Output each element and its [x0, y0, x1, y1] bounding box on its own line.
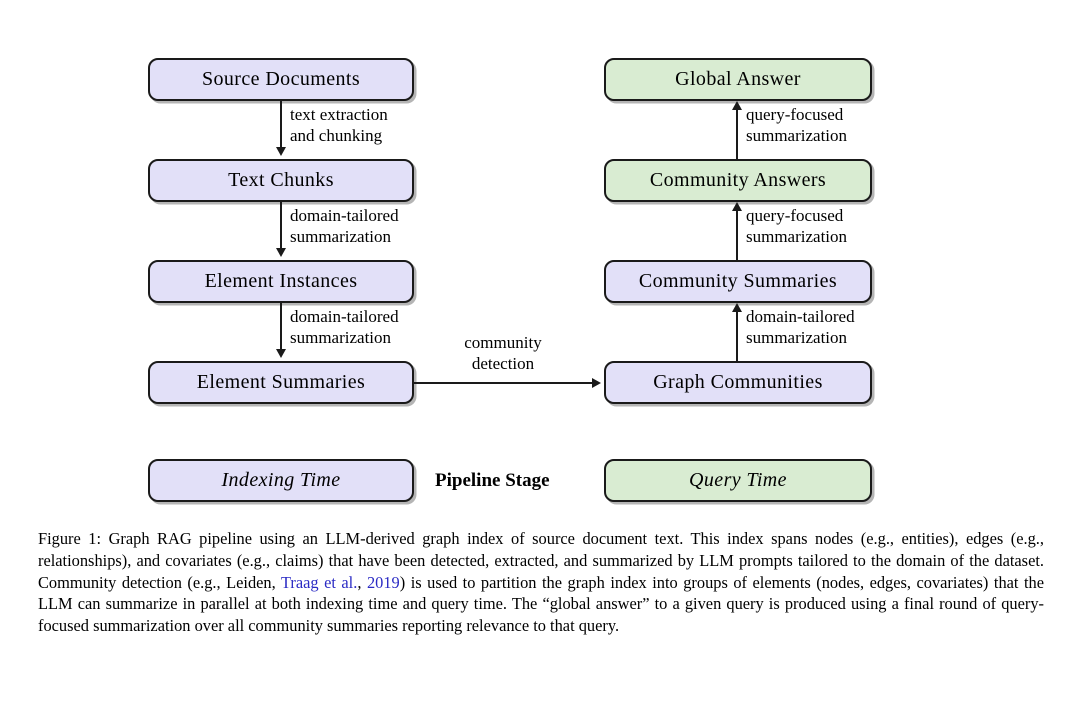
arrowhead-down-icon — [276, 349, 286, 358]
edge-label-line2: summarization — [746, 227, 848, 246]
edge-label-line1: query-focused — [746, 105, 844, 124]
legend-label: Query Time — [689, 469, 787, 491]
connector-line — [280, 101, 282, 149]
graph-rag-pipeline-figure: Source Documents text extraction and chu… — [148, 58, 872, 502]
arrowhead-up-icon — [732, 303, 742, 312]
edge-label-line2: summarization — [746, 126, 848, 145]
caption-part-3: ) is used to partition the graph index i… — [38, 572, 1044, 636]
edge-label-query-focused-1: query-focused summarization — [746, 104, 847, 146]
node-source-documents: Source Documents — [148, 58, 414, 101]
connector-line — [736, 312, 738, 361]
edge-label-domain-tailored-2: domain-tailored summarization — [290, 306, 399, 348]
node-label: Element Summaries — [196, 371, 366, 393]
node-text-chunks: Text Chunks — [148, 159, 414, 202]
node-label: Graph Communities — [653, 371, 823, 393]
connector-line — [280, 202, 282, 250]
edge-label-line1: domain-tailored — [290, 206, 399, 225]
citation-link-author[interactable]: Traag et al. — [280, 572, 358, 592]
edge-label-line2: summarization — [290, 227, 392, 246]
node-graph-communities: Graph Communities — [604, 361, 872, 404]
legend-query-time: Query Time — [604, 459, 872, 502]
edge-label-line2: and chunking — [290, 126, 383, 145]
node-community-answers: Community Answers — [604, 159, 872, 202]
node-element-instances: Element Instances — [148, 260, 414, 303]
arrowhead-up-icon — [732, 202, 742, 211]
edge-label-text-extraction: text extraction and chunking — [290, 104, 388, 146]
edge-label-line1: community — [464, 333, 542, 352]
connector-line-horizontal — [414, 382, 592, 384]
edge-label-line1: domain-tailored — [746, 307, 855, 326]
node-label: Community Summaries — [638, 270, 838, 292]
arrowhead-right-icon — [592, 378, 601, 388]
legend-label: Indexing Time — [221, 469, 341, 491]
edge-label-domain-tailored-1: domain-tailored summarization — [290, 205, 399, 247]
node-label: Source Documents — [201, 68, 361, 90]
arrowhead-down-icon — [276, 147, 286, 156]
edge-label-community-detection: community detection — [438, 332, 568, 374]
node-label: Text Chunks — [228, 169, 334, 191]
connector-line — [736, 211, 738, 260]
node-label: Element Instances — [204, 270, 358, 292]
edge-label-query-focused-2: query-focused summarization — [746, 205, 847, 247]
edge-label-line2: detection — [471, 354, 535, 373]
node-label: Community Answers — [649, 169, 827, 191]
edge-label-line2: summarization — [746, 328, 848, 347]
arrowhead-up-icon — [732, 101, 742, 110]
connector-line — [736, 110, 738, 159]
edge-label-line1: domain-tailored — [290, 307, 399, 326]
node-global-answer: Global Answer — [604, 58, 872, 101]
legend-pipeline-stage: Pipeline Stage — [435, 470, 550, 491]
node-label: Global Answer — [675, 68, 801, 90]
connector-line — [280, 303, 282, 351]
figure-caption: Figure 1: Graph RAG pipeline using an LL… — [38, 528, 1044, 637]
caption-part-1: Figure 1: Graph RAG pipeline using an LL… — [38, 529, 1044, 592]
arrowhead-down-icon — [276, 248, 286, 257]
legend-indexing-time: Indexing Time — [148, 459, 414, 502]
edge-label-line1: text extraction — [290, 105, 388, 124]
caption-part-2: , — [357, 572, 367, 592]
node-element-summaries: Element Summaries — [148, 361, 414, 404]
edge-label-line2: summarization — [290, 328, 392, 347]
citation-link-year[interactable]: 2019 — [366, 572, 400, 592]
edge-label-line1: query-focused — [746, 206, 844, 225]
edge-label-domain-tailored-3: domain-tailored summarization — [746, 306, 855, 348]
node-community-summaries: Community Summaries — [604, 260, 872, 303]
